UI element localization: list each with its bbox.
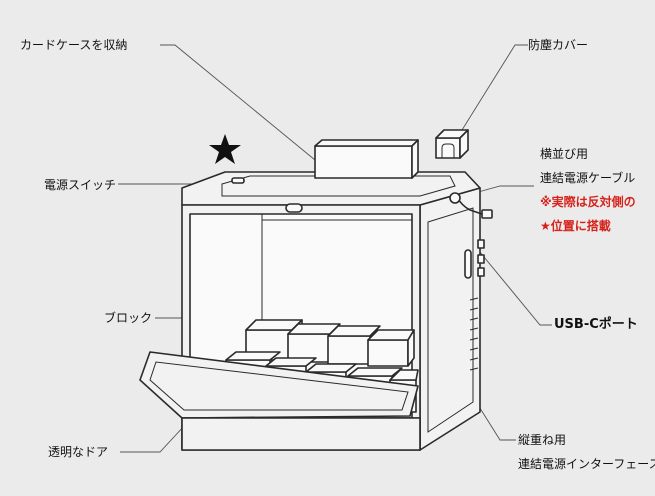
leader-usb-c (469, 239, 552, 326)
side-vents (469, 297, 479, 371)
cabinet-side (419, 187, 481, 451)
door-inner-edge (149, 361, 409, 411)
label-note-2: ★位置に搭載 (540, 219, 611, 233)
label-dust-cover: 防塵カバー (528, 38, 589, 52)
cabinet-base (181, 417, 421, 451)
label-power-switch: 電源スイッチ (44, 178, 117, 192)
label-vertical-1: 縦重ね用 (518, 433, 567, 447)
side-connector-2 (477, 254, 485, 264)
power-switch (285, 203, 303, 213)
label-side-cable-1: 横並び用 (540, 147, 589, 161)
cabinet-side-panel (427, 207, 474, 433)
card-case-side (411, 139, 419, 179)
label-note-1: ※実際は反対側の (540, 195, 636, 209)
label-side-cable-2: 連結電源ケーブル (540, 171, 636, 185)
label-usb-c: USB-Cポート (554, 317, 638, 332)
leader-dust-cover (461, 44, 528, 131)
label-vertical-2: 連結電源インターフェース (518, 457, 655, 471)
leader-card-case (160, 44, 316, 161)
side-cable (449, 192, 493, 219)
side-connector-1 (477, 239, 485, 249)
label-door: 透明なドア (48, 445, 109, 459)
top-slot (231, 177, 245, 184)
card-case-insert (314, 145, 413, 179)
card-case-top (314, 139, 419, 147)
side-connector-3 (477, 267, 485, 277)
label-card-case: カードケースを収納 (20, 38, 128, 52)
label-block: ブロック (104, 311, 153, 325)
leader-vertical-interface (477, 404, 516, 441)
top-tray (221, 175, 456, 197)
dust-cover (435, 129, 469, 159)
star-icon (209, 134, 241, 164)
usb-c-port (464, 249, 472, 279)
